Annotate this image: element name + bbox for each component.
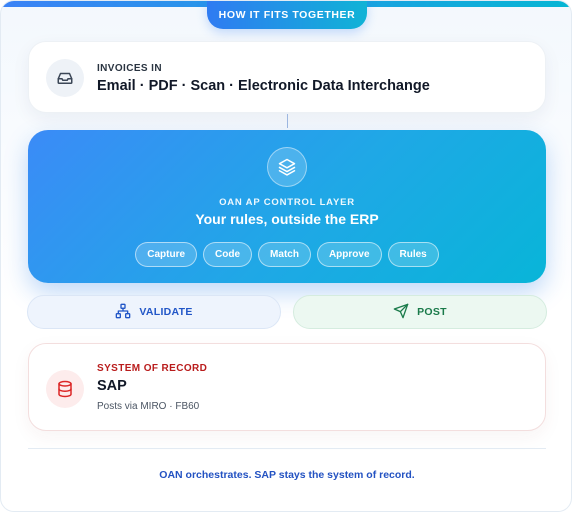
inbox-icon xyxy=(46,59,84,97)
system-of-record-subtitle: Posts via MIRO · FB60 xyxy=(97,401,200,412)
chip-code: Code xyxy=(203,242,253,267)
flow-connector xyxy=(287,114,288,128)
divider xyxy=(28,448,546,449)
control-layer-card: OAN AP CONTROL LAYER Your rules, outside… xyxy=(28,130,546,283)
chip-capture: Capture xyxy=(135,242,198,267)
chip-match: Match xyxy=(258,242,311,267)
system-of-record-label: SYSTEM OF RECORD xyxy=(97,363,208,374)
validate-button[interactable]: VALIDATE xyxy=(27,295,281,329)
invoices-in-card: INVOICES IN Email · PDF · Scan · Electro… xyxy=(28,41,546,113)
capability-chips: Capture Code Match Approve Rules xyxy=(28,242,546,267)
chip-rules: Rules xyxy=(387,242,439,267)
section-header-pill: HOW IT FITS TOGETHER xyxy=(207,1,367,29)
control-layer-title: Your rules, outside the ERP xyxy=(195,211,379,227)
hierarchy-icon xyxy=(115,303,131,322)
invoices-in-label: INVOICES IN xyxy=(97,63,162,74)
footer-caption: OAN orchestrates. SAP stays the system o… xyxy=(159,469,415,481)
post-label: POST xyxy=(417,306,447,318)
invoices-in-channels: Email · PDF · Scan · Electronic Data Int… xyxy=(97,78,430,94)
post-button[interactable]: POST xyxy=(293,295,547,329)
system-of-record-title: SAP xyxy=(97,378,127,394)
chip-approve: Approve xyxy=(316,242,382,267)
validate-label: VALIDATE xyxy=(139,306,193,318)
layers-icon xyxy=(267,147,307,187)
system-of-record-card: SYSTEM OF RECORD SAP Posts via MIRO · FB… xyxy=(28,343,546,431)
control-layer-kicker: OAN AP CONTROL LAYER xyxy=(219,197,355,208)
send-icon xyxy=(393,303,409,322)
database-icon xyxy=(46,370,84,408)
